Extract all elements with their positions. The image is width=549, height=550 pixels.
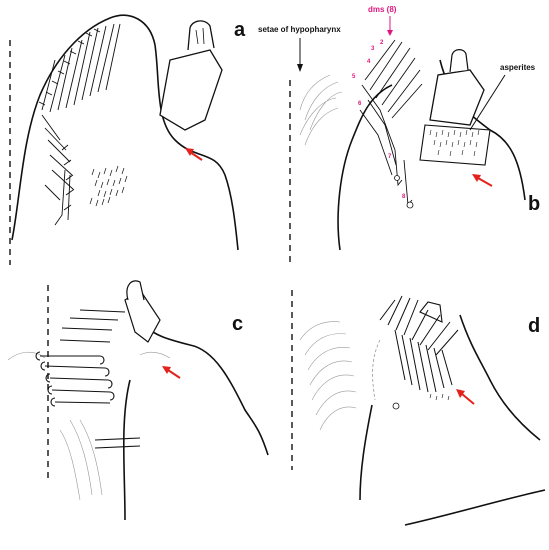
svg-text:2: 2 — [380, 40, 384, 46]
panel-a-palp — [159, 49, 223, 131]
panel-a-outline — [11, 14, 239, 251]
svg-text:7: 7 — [388, 154, 392, 160]
panel-a-asperites — [89, 165, 128, 207]
panel-b-hypopharynx-setae — [299, 74, 343, 146]
panel-c-arrow — [162, 366, 181, 379]
svg-text:1: 1 — [388, 30, 392, 36]
panel-d-outline — [359, 314, 546, 526]
panel-d-arrow — [456, 389, 475, 405]
panel-c-outline — [122, 319, 269, 521]
svg-text:6: 6 — [358, 101, 362, 107]
panel-b: setae of hypopharynx asperites dms (8) — [258, 5, 540, 265]
panel-b-letter: b — [528, 193, 540, 215]
panel-a-setae-comb — [38, 23, 121, 226]
asperites-label: asperites — [500, 63, 536, 72]
panel-c-letter: c — [232, 313, 243, 335]
svg-text:3: 3 — [371, 46, 375, 52]
svg-text:4: 4 — [367, 59, 371, 65]
panel-c-rod-setae — [35, 309, 141, 449]
dms-numbers: 1 2 3 4 5 6 7 8 — [352, 30, 406, 200]
svg-text:5: 5 — [352, 74, 356, 80]
panel-d-hypopharynx-setae — [299, 321, 357, 431]
panel-a-letter: a — [234, 19, 246, 41]
panel-a: a — [9, 14, 246, 265]
panel-d-setae-brush — [379, 295, 459, 393]
setae-label: setae of hypopharynx — [258, 25, 341, 34]
panel-b-arrow — [472, 174, 493, 187]
dms-label: dms (8) — [368, 5, 397, 14]
panel-d: d — [291, 290, 546, 526]
panel-c: c — [7, 280, 269, 521]
svg-text:8: 8 — [402, 194, 406, 200]
panel-d-letter: d — [528, 315, 540, 337]
panel-a-arrow — [185, 148, 203, 161]
